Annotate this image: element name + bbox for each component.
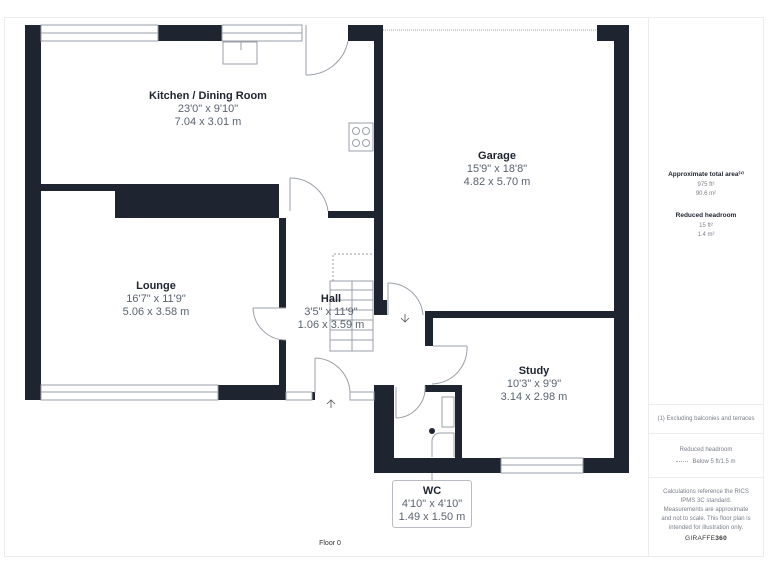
room-name: Hall: [320, 293, 342, 305]
legend-block: Reduced headroom Below 5 ft/1.5 m: [648, 446, 764, 467]
room-dim-metric: 4.82 x 5.70 m: [463, 176, 531, 188]
info-panel: [648, 17, 764, 557]
room-dim-metric: 1.06 x 3.59 m: [297, 319, 365, 331]
panel-divider: [648, 404, 764, 405]
room-dim-imperial: 4'10" x 4'10": [401, 498, 463, 510]
room-name: WC: [422, 485, 442, 497]
room-label-hall: Hall 3'5" x 11'9" 1.06 x 3.59 m: [298, 293, 365, 332]
room-name: Garage: [478, 150, 516, 162]
room-label-kitchen: Kitchen / Dining Room 23'0" x 9'10" 7.04…: [149, 90, 267, 129]
total-area-heading: Approximate total area⁽¹⁾: [668, 171, 744, 178]
room-label-lounge: Lounge 16'7" x 11'9" 5.06 x 3.58 m: [123, 280, 190, 319]
disclaimer: Calculations reference the RICS IPMS 3C …: [661, 489, 751, 531]
legend-heading: Reduced headroom: [679, 447, 733, 453]
brand-logo: GIRAFFE360: [648, 534, 764, 543]
reduced-headroom-imperial: 15 ft²: [699, 223, 713, 229]
room-dim-imperial: 15'9" x 18'8": [466, 163, 528, 175]
room-dim-metric: 1.49 x 1.50 m: [398, 511, 466, 523]
room-dim-imperial: 16'7" x 11'9": [126, 293, 186, 305]
room-name: Kitchen / Dining Room: [149, 90, 267, 102]
legend-item: Below 5 ft/1.5 m: [692, 459, 736, 465]
windows-and-fixtures: [40, 24, 597, 480]
room-name: Lounge: [136, 280, 176, 292]
room-dim-metric: 3.14 x 2.98 m: [500, 391, 568, 403]
footnote: (1) Excluding balconies and terraces: [657, 416, 755, 422]
room-label-study: Study 10'3" x 9'9" 3.14 x 2.98 m: [501, 365, 568, 404]
total-area-imperial: 975 ft²: [697, 182, 715, 188]
reduced-headroom-block: Reduced headroom 15 ft² 1.4 m²: [648, 211, 764, 240]
brand-suffix: 360: [715, 535, 728, 542]
floor-label: Floor 0: [319, 540, 341, 547]
room-dim-metric: 7.04 x 3.01 m: [174, 116, 242, 128]
room-dim-imperial: 10'3" x 9'9": [506, 378, 562, 390]
room-dim-imperial: 3'5" x 11'9": [304, 306, 358, 318]
walls: [25, 25, 629, 473]
room-dim-imperial: 23'0" x 9'10": [177, 103, 239, 115]
page-frame: [4, 17, 764, 557]
dotted-line-icon: [676, 460, 689, 462]
panel-divider: [648, 477, 764, 478]
room-label-garage: Garage 15'9" x 18'8" 4.82 x 5.70 m: [464, 150, 531, 189]
room-label-wc: WC 4'10" x 4'10" 1.49 x 1.50 m: [392, 480, 472, 528]
reduced-headroom-metric: 1.4 m²: [697, 232, 715, 238]
panel-divider: [648, 433, 764, 434]
arrows: [326, 314, 410, 408]
total-area-block: Approximate total area⁽¹⁾ 975 ft² 90.6 m…: [648, 170, 764, 199]
room-dim-metric: 5.06 x 3.58 m: [122, 306, 190, 318]
total-area-metric: 90.6 m²: [695, 191, 717, 197]
brand-prefix: GIRAFFE: [684, 535, 716, 542]
room-name: Study: [518, 365, 550, 377]
reduced-headroom-heading: Reduced headroom: [675, 212, 737, 219]
